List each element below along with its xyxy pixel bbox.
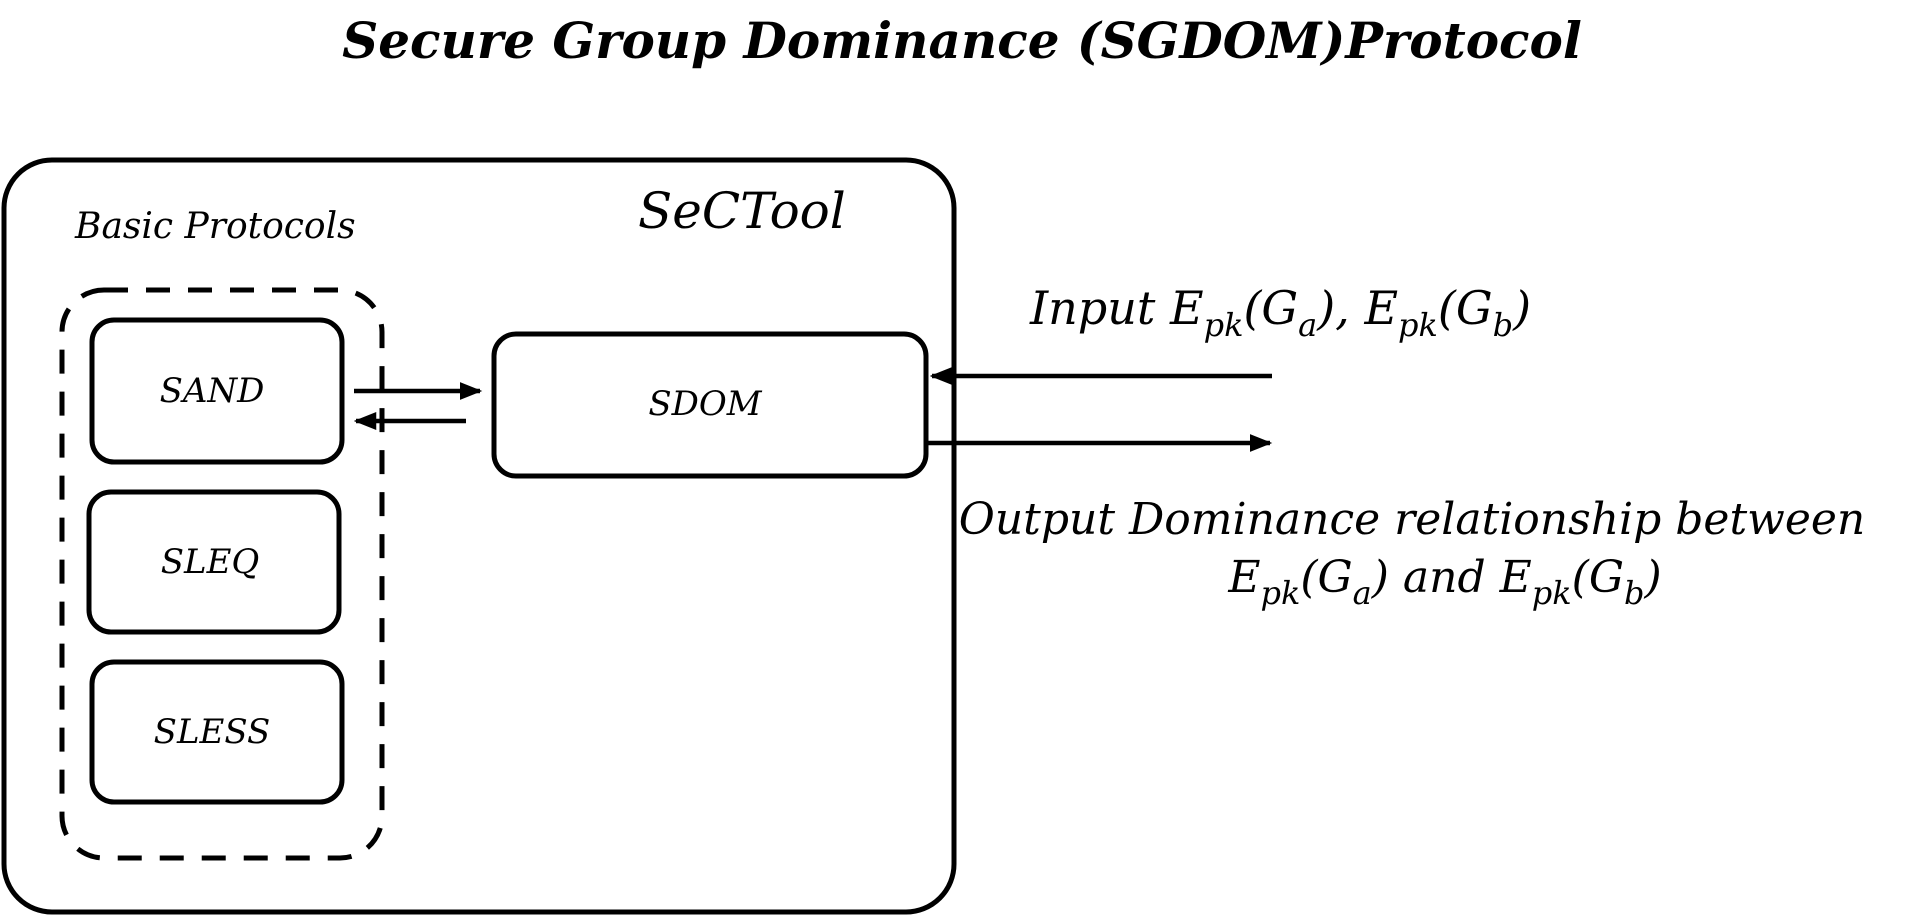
sectool-box [1, 157, 957, 915]
basic-protocols-group [59, 287, 385, 861]
sand-label: SAND [160, 371, 265, 411]
sleq-box [86, 489, 342, 635]
sdom-box [491, 331, 929, 479]
sdom-label: SDOM [648, 384, 762, 424]
diagram-title: Secure Group Dominance (SGDOM)Protocol [342, 11, 1582, 70]
output-label-line2: Epk(Ga) and Epk(Gb) [1227, 552, 1661, 612]
sleq-label: SLEQ [161, 542, 260, 582]
sand-box [89, 317, 345, 465]
sectool-label: SeCTool [638, 182, 846, 240]
output-label-line1: Output Dominance relationship between [959, 494, 1865, 545]
basic-protocols-label: Basic Protocols [74, 206, 356, 247]
input-label: Input Epk(Ga), Epk(Gb) [1029, 281, 1531, 344]
sless-label: SLESS [154, 712, 271, 752]
sless-box [89, 659, 345, 805]
